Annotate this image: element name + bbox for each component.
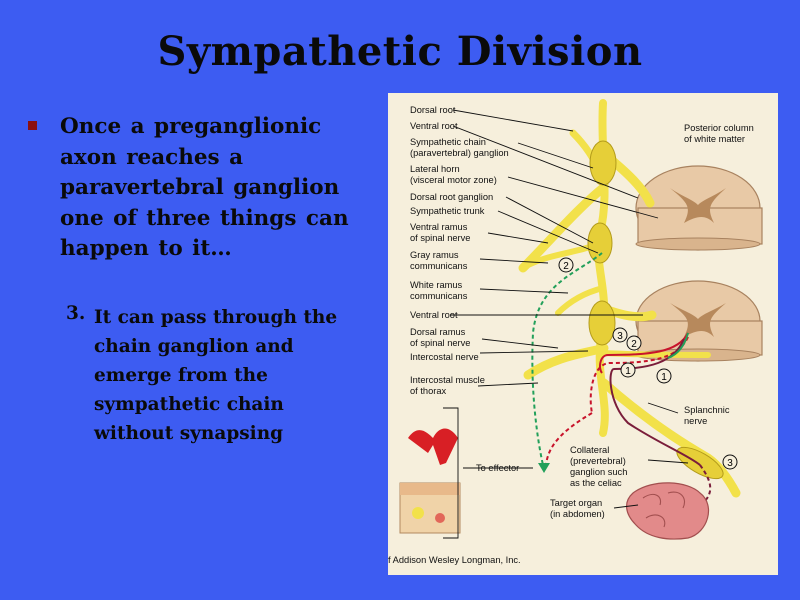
bullet-square-icon xyxy=(28,121,37,130)
marker-2-upper: 2 xyxy=(563,261,569,272)
label-sympathetic-trunk: Sympathetic trunk xyxy=(410,206,485,216)
label-dorsal-ramus: Dorsal ramus xyxy=(410,327,466,337)
diagram-svg: Dorsal root Ventral root Sympathetic cha… xyxy=(388,99,763,565)
spinal-cord-lower xyxy=(635,280,763,362)
label-in-abdomen: (in abdomen) xyxy=(550,509,605,519)
label-target-organ: Target organ xyxy=(550,498,602,508)
label-gray-communicans: communicans xyxy=(410,261,468,271)
label-collateral: Collateral xyxy=(570,445,609,455)
label-gray-ramus: Gray ramus xyxy=(410,250,459,260)
bullet-item: Once a preganglionic axon reaches a para… xyxy=(28,112,368,265)
label-paravertebral: (paravertebral) ganglion xyxy=(410,148,509,158)
label-ventral-ramus: Ventral ramus xyxy=(410,222,468,232)
skin-and-vessel xyxy=(399,428,461,534)
label-ventral-root-2: Ventral root xyxy=(410,310,458,320)
label-white-ramus: White ramus xyxy=(410,280,463,290)
leader-lines xyxy=(443,109,689,539)
label-dorsal-root: Dorsal root xyxy=(410,105,456,115)
label-to-effector: To effector xyxy=(476,463,519,473)
label-splanchnic-nerve: nerve xyxy=(684,416,707,426)
bullet-text: Once a preganglionic axon reaches a para… xyxy=(60,114,349,261)
label-intercostal-muscle: Intercostal muscle xyxy=(410,375,485,385)
neural-pathways xyxy=(531,252,712,514)
sympathetic-diagram: Dorsal root Ventral root Sympathetic cha… xyxy=(388,93,778,575)
chain-ganglia xyxy=(587,140,724,480)
slide-title: Sympathetic Division xyxy=(157,28,643,75)
marker-3-lower: 3 xyxy=(727,458,733,469)
sub-bullet-number: 3. xyxy=(66,303,86,324)
copyright-credit: f Addison Wesley Longman, Inc. xyxy=(388,555,521,565)
target-organ xyxy=(626,482,710,540)
label-intercostal-nerve: Intercostal nerve xyxy=(410,352,479,362)
label-visceral-motor: (visceral motor zone) xyxy=(410,175,497,185)
left-labels: Dorsal root Ventral root Sympathetic cha… xyxy=(410,105,509,396)
pathway-markers: 2 3 2 1 1 3 xyxy=(558,257,738,470)
label-white-communicans: communicans xyxy=(410,291,468,301)
label-of-thorax: of thorax xyxy=(410,386,447,396)
label-as-the-celiac: as the celiac xyxy=(570,478,622,488)
label-splanchnic: Splanchnic xyxy=(684,405,730,415)
marker-2-lower: 2 xyxy=(631,339,637,350)
marker-1-left: 1 xyxy=(625,366,631,377)
label-of-spinal-nerve: of spinal nerve xyxy=(410,233,470,243)
label-dorsal-of-spinal-nerve: of spinal nerve xyxy=(410,338,470,348)
label-ganglion-such: ganglion such xyxy=(570,467,627,477)
spinal-cord-upper xyxy=(635,165,763,251)
label-prevertebral: (prevertebral) xyxy=(570,456,626,466)
sub-bullet-text: It can pass through the chain ganglion a… xyxy=(94,307,338,444)
label-posterior-column: Posterior column xyxy=(684,123,754,133)
label-white-matter: of white matter xyxy=(684,134,745,144)
sub-bullet-item: 3. It can pass through the chain ganglio… xyxy=(66,303,366,448)
marker-1-right: 1 xyxy=(661,372,667,383)
arrow-icon xyxy=(538,463,550,473)
marker-3-upper: 3 xyxy=(617,331,623,342)
right-labels: Posterior column of white matter Splanch… xyxy=(388,123,754,565)
label-dorsal-root-ganglion: Dorsal root ganglion xyxy=(410,192,493,202)
label-sympathetic-chain: Sympathetic chain xyxy=(410,137,486,147)
label-lateral-horn: Lateral horn xyxy=(410,164,460,174)
label-ventral-root: Ventral root xyxy=(410,121,458,131)
